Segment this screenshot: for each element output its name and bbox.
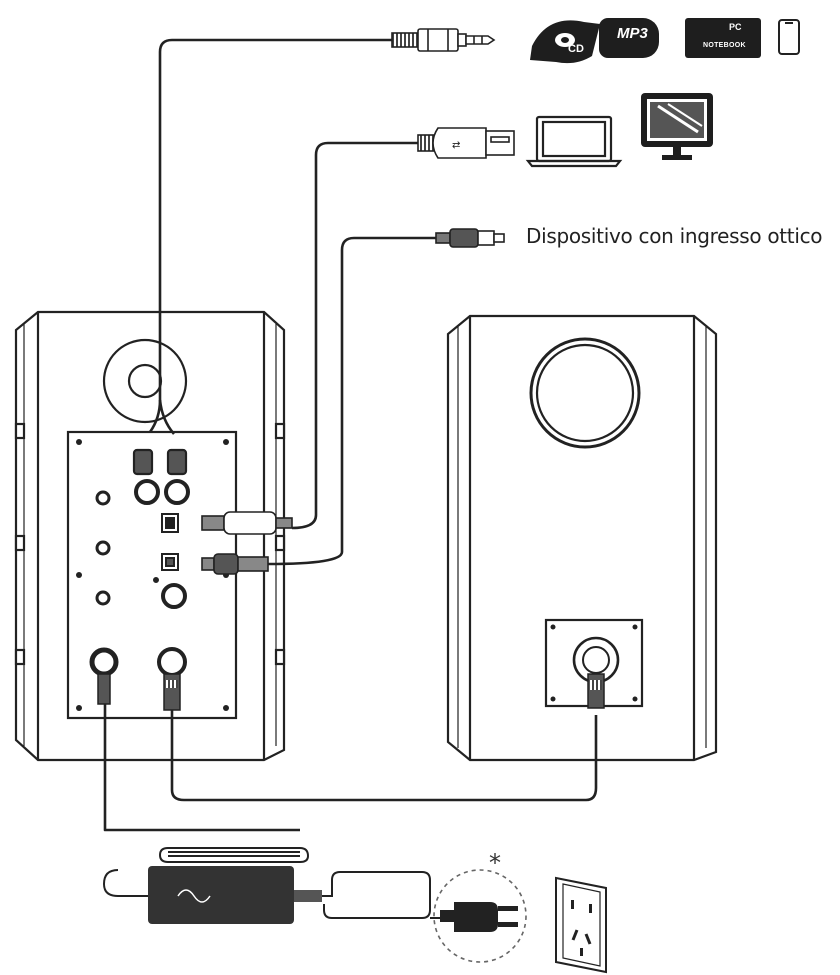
cable-coil bbox=[102, 847, 310, 897]
adapter-to-plug-cable bbox=[322, 871, 440, 919]
optical-plug-inserted bbox=[201, 553, 269, 575]
notebook-label: NOTEBOOK bbox=[703, 42, 746, 49]
usb-b-port bbox=[161, 513, 179, 533]
asterisk-note-mark: * bbox=[489, 849, 501, 877]
mp3-label: MP3 bbox=[617, 25, 648, 42]
plug-highlight-circle bbox=[433, 869, 527, 963]
usb-b-plug bbox=[201, 511, 293, 535]
power-adapter-icon bbox=[148, 866, 322, 924]
smartphone-icon bbox=[778, 19, 800, 55]
usb-cable bbox=[291, 141, 418, 530]
rca-inputs bbox=[132, 448, 190, 505]
left-speaker-rear bbox=[14, 310, 286, 762]
usb-plug-icon: ⇄ bbox=[417, 127, 515, 159]
cd-icon bbox=[530, 20, 600, 64]
svg-text:⇄: ⇄ bbox=[452, 140, 460, 151]
optical-plug-icon bbox=[435, 228, 505, 248]
right-din-plug bbox=[587, 673, 605, 709]
right-speaker-rear bbox=[446, 314, 718, 762]
speaker-link-din-port bbox=[157, 647, 187, 711]
aux-cable bbox=[148, 38, 392, 433]
pc-notebook-icon: PC NOTEBOOK bbox=[685, 18, 761, 58]
power-cable bbox=[103, 700, 300, 832]
aux-jack-icon bbox=[391, 28, 496, 52]
right-plate-screws bbox=[550, 624, 638, 702]
mp3-player-icon: MP3 bbox=[599, 18, 659, 58]
optical-cable bbox=[267, 236, 436, 566]
dc-power-jack bbox=[89, 647, 119, 705]
power-plug-icon bbox=[440, 902, 518, 932]
pc-label: PC bbox=[729, 22, 742, 32]
control-knobs bbox=[95, 490, 111, 606]
optical-out-ring bbox=[161, 583, 187, 609]
laptop-icon bbox=[525, 115, 623, 168]
wall-socket-icon bbox=[555, 876, 607, 974]
aux-cable-split bbox=[158, 399, 175, 435]
optical-port bbox=[153, 553, 179, 583]
cd-label: CD bbox=[568, 43, 584, 55]
optical-device-label: Dispositivo con ingresso ottico bbox=[526, 224, 823, 248]
monitor-icon bbox=[641, 93, 713, 160]
speaker-link-cable bbox=[170, 710, 598, 802]
